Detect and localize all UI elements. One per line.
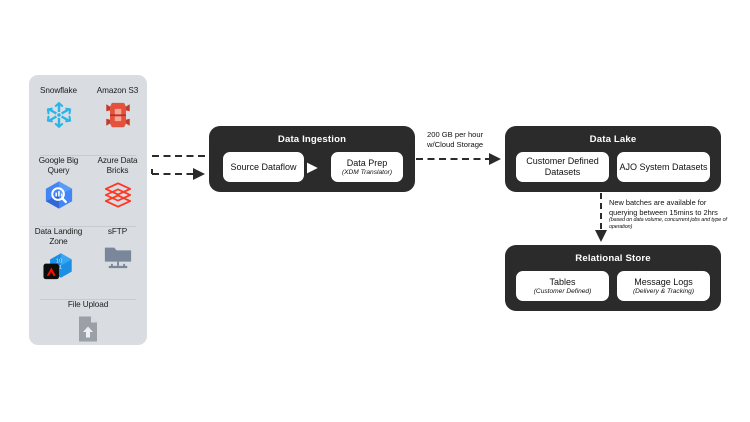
- box-data-prep[interactable]: Data Prep (XDM Translator): [330, 151, 404, 183]
- data-landing-zone-icon: 10 01: [42, 249, 76, 283]
- note-batch-availability: New batches are available for querying b…: [609, 198, 749, 230]
- source-label-google-bigquery: Google Big Query: [38, 156, 79, 175]
- label-throughput: 200 GB per hour w/Cloud Storage: [427, 130, 484, 149]
- block-data-lake[interactable]: Data Lake Customer Defined Datasets AJO …: [505, 126, 721, 192]
- block-title-relational-store: Relational Store: [575, 253, 651, 264]
- box-sublabel-data-prep: (XDM Translator): [341, 168, 393, 176]
- source-row-2: Google Big Query: [29, 156, 147, 227]
- source-label-file-upload: File Upload: [67, 300, 109, 309]
- amazon-s3-icon: [101, 98, 135, 132]
- box-label-customer-defined-datasets: Customer Defined Datasets: [526, 156, 599, 177]
- box-label-data-prep: Data Prep: [346, 157, 388, 168]
- source-label-sftp: sFTP: [107, 227, 128, 236]
- google-bigquery-icon: [42, 178, 76, 212]
- source-item-sftp[interactable]: sFTP: [91, 227, 145, 273]
- block-title-data-lake: Data Lake: [589, 134, 637, 145]
- source-row-3: Data Landing Zone 10 01: [29, 227, 147, 300]
- source-row-1: Snowflake: [29, 86, 147, 156]
- box-message-logs[interactable]: Message Logs (Delivery & Tracking): [616, 270, 711, 302]
- box-sublabel-tables: (Customer Defined): [533, 287, 592, 295]
- snowflake-icon: [42, 98, 76, 132]
- box-source-dataflow[interactable]: Source Dataflow: [222, 151, 305, 183]
- source-item-amazon-s3[interactable]: Amazon S3: [91, 86, 145, 132]
- block-title-data-ingestion: Data Ingestion: [277, 134, 347, 145]
- svg-text:10: 10: [55, 258, 62, 264]
- source-item-data-landing-zone[interactable]: Data Landing Zone 10 01: [32, 227, 86, 283]
- note-batch-sub: (based on data volume, concurrent jobs a…: [609, 217, 727, 230]
- file-upload-icon: [71, 312, 105, 346]
- source-item-snowflake[interactable]: Snowflake: [32, 86, 86, 132]
- source-item-file-upload[interactable]: File Upload: [61, 300, 115, 346]
- sftp-icon: [101, 239, 135, 273]
- note-batch-line-1: New batches are available for: [609, 198, 707, 207]
- source-item-google-bigquery[interactable]: Google Big Query: [32, 156, 86, 212]
- source-label-snowflake: Snowflake: [40, 86, 77, 95]
- source-item-azure-databricks[interactable]: Azure Data Bricks: [91, 156, 145, 212]
- box-label-source-dataflow: Source Dataflow: [230, 161, 297, 172]
- block-relational-store[interactable]: Relational Store Tables (Customer Define…: [505, 245, 721, 311]
- source-label-amazon-s3: Amazon S3: [96, 86, 139, 95]
- box-label-ajo-system-datasets: AJO System Datasets: [619, 161, 708, 172]
- data-sources-panel: Snowflake: [29, 75, 147, 345]
- box-sublabel-message-logs: (Delivery & Tracking): [632, 287, 695, 295]
- note-batch-line-2: querying between 15mins to 2hrs: [609, 207, 718, 217]
- source-label-azure-databricks: Azure Data Bricks: [97, 156, 138, 175]
- box-ajo-system-datasets[interactable]: AJO System Datasets: [616, 151, 711, 183]
- box-label-tables: Tables: [549, 276, 576, 287]
- block-data-ingestion[interactable]: Data Ingestion Source Dataflow Data Prep…: [209, 126, 415, 192]
- box-label-message-logs: Message Logs: [634, 276, 693, 287]
- azure-databricks-icon: [101, 178, 135, 212]
- box-tables[interactable]: Tables (Customer Defined): [515, 270, 610, 302]
- source-row-4: File Upload: [29, 300, 147, 345]
- box-customer-defined-datasets[interactable]: Customer Defined Datasets: [515, 151, 610, 183]
- source-label-data-landing-zone: Data Landing Zone: [34, 227, 83, 246]
